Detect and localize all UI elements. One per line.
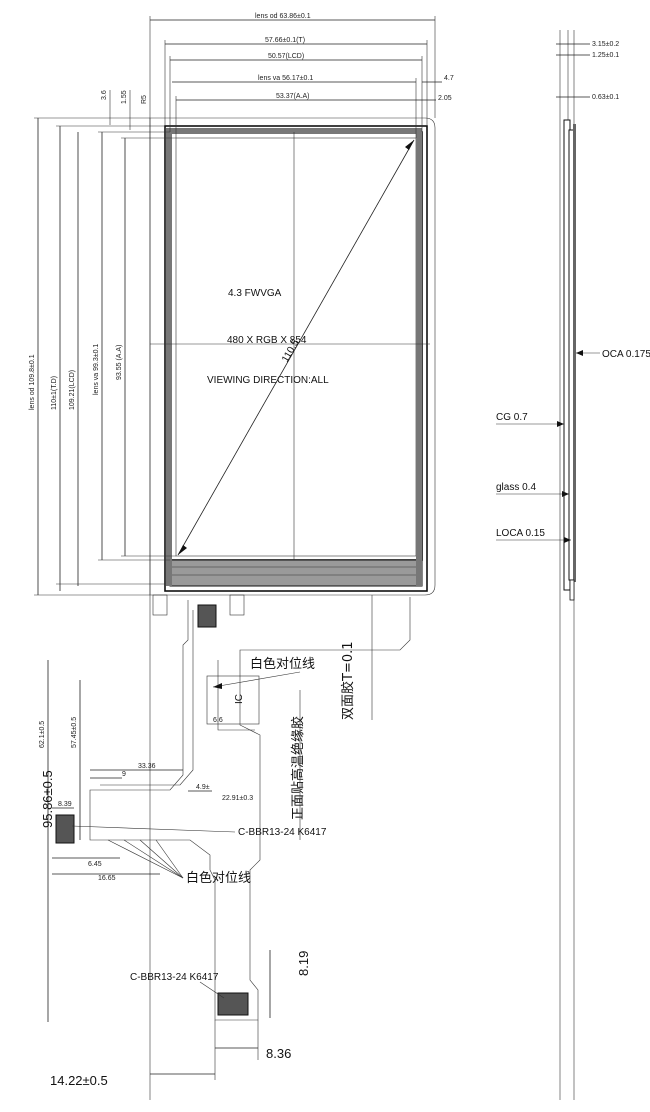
diagonal-arrow-bottom bbox=[178, 545, 187, 555]
dim-r5: R5 bbox=[141, 95, 148, 104]
connector-label-lower: C-BBR13-24 K6417 bbox=[130, 972, 219, 983]
fpc-connector-left bbox=[55, 814, 75, 844]
diagonal-line bbox=[177, 139, 415, 556]
layer-oca: OCA 0.175 bbox=[602, 349, 650, 360]
diagonal-arrow-top bbox=[405, 140, 414, 150]
dim-16-65: 16.65 bbox=[98, 875, 116, 882]
dim-8-19: 8.19 bbox=[296, 951, 311, 976]
cover-lens-outline bbox=[149, 117, 436, 596]
connector-label-upper: C-BBR13-24 K6417 bbox=[238, 827, 327, 838]
left-dimensions: lens od 109.8±0.1 110±1(T.D) 109.21(LCD)… bbox=[29, 117, 176, 596]
layer-loca: LOCA 0.15 bbox=[496, 528, 545, 539]
alignment-line-label: 白色对位线 bbox=[250, 656, 315, 672]
dim-td-height: 110±1(T.D) bbox=[51, 376, 58, 410]
fpc-connector-top bbox=[197, 604, 217, 628]
dim-22-91: 22.91±0.3 bbox=[222, 795, 253, 802]
side-fpc-tail bbox=[569, 579, 575, 601]
viewing-direction-label: VIEWING DIRECTION:ALL bbox=[207, 375, 329, 386]
fpc-connector-bottom bbox=[217, 992, 249, 1016]
ic-width-dim: 6.6 bbox=[213, 717, 223, 724]
stiffener-label: 正面贴高温绝缘胶 bbox=[290, 716, 306, 820]
dim-62-1: 62.1±0.5 bbox=[39, 721, 46, 748]
dim-57-45: 57.45±0.5 bbox=[71, 717, 78, 748]
front-view: 4.3 FWVGA 480 X RGB X 854 VIEWING DIRECT… bbox=[29, 13, 454, 1100]
dim-lens-od-height: lens od 109.8±0.1 bbox=[29, 354, 36, 410]
dim-33-36: 33.36 bbox=[138, 763, 156, 770]
bottom-bezel bbox=[169, 559, 423, 587]
dim-lcd-height: 109.21(LCD) bbox=[69, 370, 76, 410]
dim-aa-width: 53.37(A.A) bbox=[276, 93, 309, 100]
side-dim-0-63: 0.63±0.1 bbox=[592, 94, 619, 101]
dim-right-4-7: 4.7 bbox=[444, 75, 454, 82]
dim-3-6: 3.6 bbox=[101, 90, 108, 100]
tape-label: 双面胶T=0.1 bbox=[340, 641, 356, 720]
dim-tp-width: 57.66±0.1(T) bbox=[265, 37, 305, 44]
panel-title: 4.3 FWVGA bbox=[228, 288, 282, 299]
top-bezel bbox=[166, 128, 422, 134]
layer-cg: CG 0.7 bbox=[496, 412, 528, 423]
dim-lens-va-height: lens va 99.3±0.1 bbox=[93, 344, 100, 395]
top-dimensions: lens od 63.86±0.1 57.66±0.1(T) 50.57(LCD… bbox=[149, 13, 454, 1100]
side-dim-1-25: 1.25±0.1 bbox=[592, 52, 619, 59]
dim-8-36: 8.36 bbox=[266, 1046, 291, 1061]
right-bezel bbox=[416, 130, 422, 586]
ic-label: IC bbox=[234, 694, 245, 704]
white-line-label: 白色对位线 bbox=[186, 870, 251, 886]
dim-1-55: 1.55 bbox=[121, 90, 128, 104]
dim-lens-va-width: lens va 56.17±0.1 bbox=[258, 75, 313, 82]
side-oca-layer bbox=[573, 124, 576, 582]
dim-8-39: 8.39 bbox=[58, 801, 72, 808]
left-bezel bbox=[166, 130, 172, 586]
dim-lcd-width: 50.57(LCD) bbox=[268, 53, 304, 60]
dim-lens-od-width: lens od 63.86±0.1 bbox=[255, 13, 311, 20]
module-outline bbox=[164, 125, 428, 592]
side-view: 3.15±0.2 1.25±0.1 0.63±0.1 OCA 0.175 CG … bbox=[496, 30, 650, 1100]
dim-6-45: 6.45 bbox=[88, 861, 102, 868]
resolution-label: 480 X RGB X 854 bbox=[227, 335, 307, 346]
side-dim-total: 3.15±0.2 bbox=[592, 41, 619, 48]
dim-aa-height: 93.55 (A.A) bbox=[116, 345, 123, 380]
ic-chip bbox=[206, 675, 260, 725]
dim-14-22: 14.22±0.5 bbox=[50, 1073, 108, 1088]
layer-glass: glass 0.4 bbox=[496, 482, 536, 493]
dim-overall-height: 95.86±0.5 bbox=[40, 770, 55, 828]
dim-9: 9 bbox=[122, 771, 126, 778]
dim-right-2-05: 2.05 bbox=[438, 95, 452, 102]
dim-4-9: 4.9± bbox=[196, 784, 210, 791]
small-top-dims: 3.6 1.55 R5 bbox=[101, 90, 148, 130]
fpc-drawing: IC 6.6 白色对位线 双面胶T=0.1 正面贴高温绝缘胶 C-BBR13-2… bbox=[39, 594, 411, 1088]
